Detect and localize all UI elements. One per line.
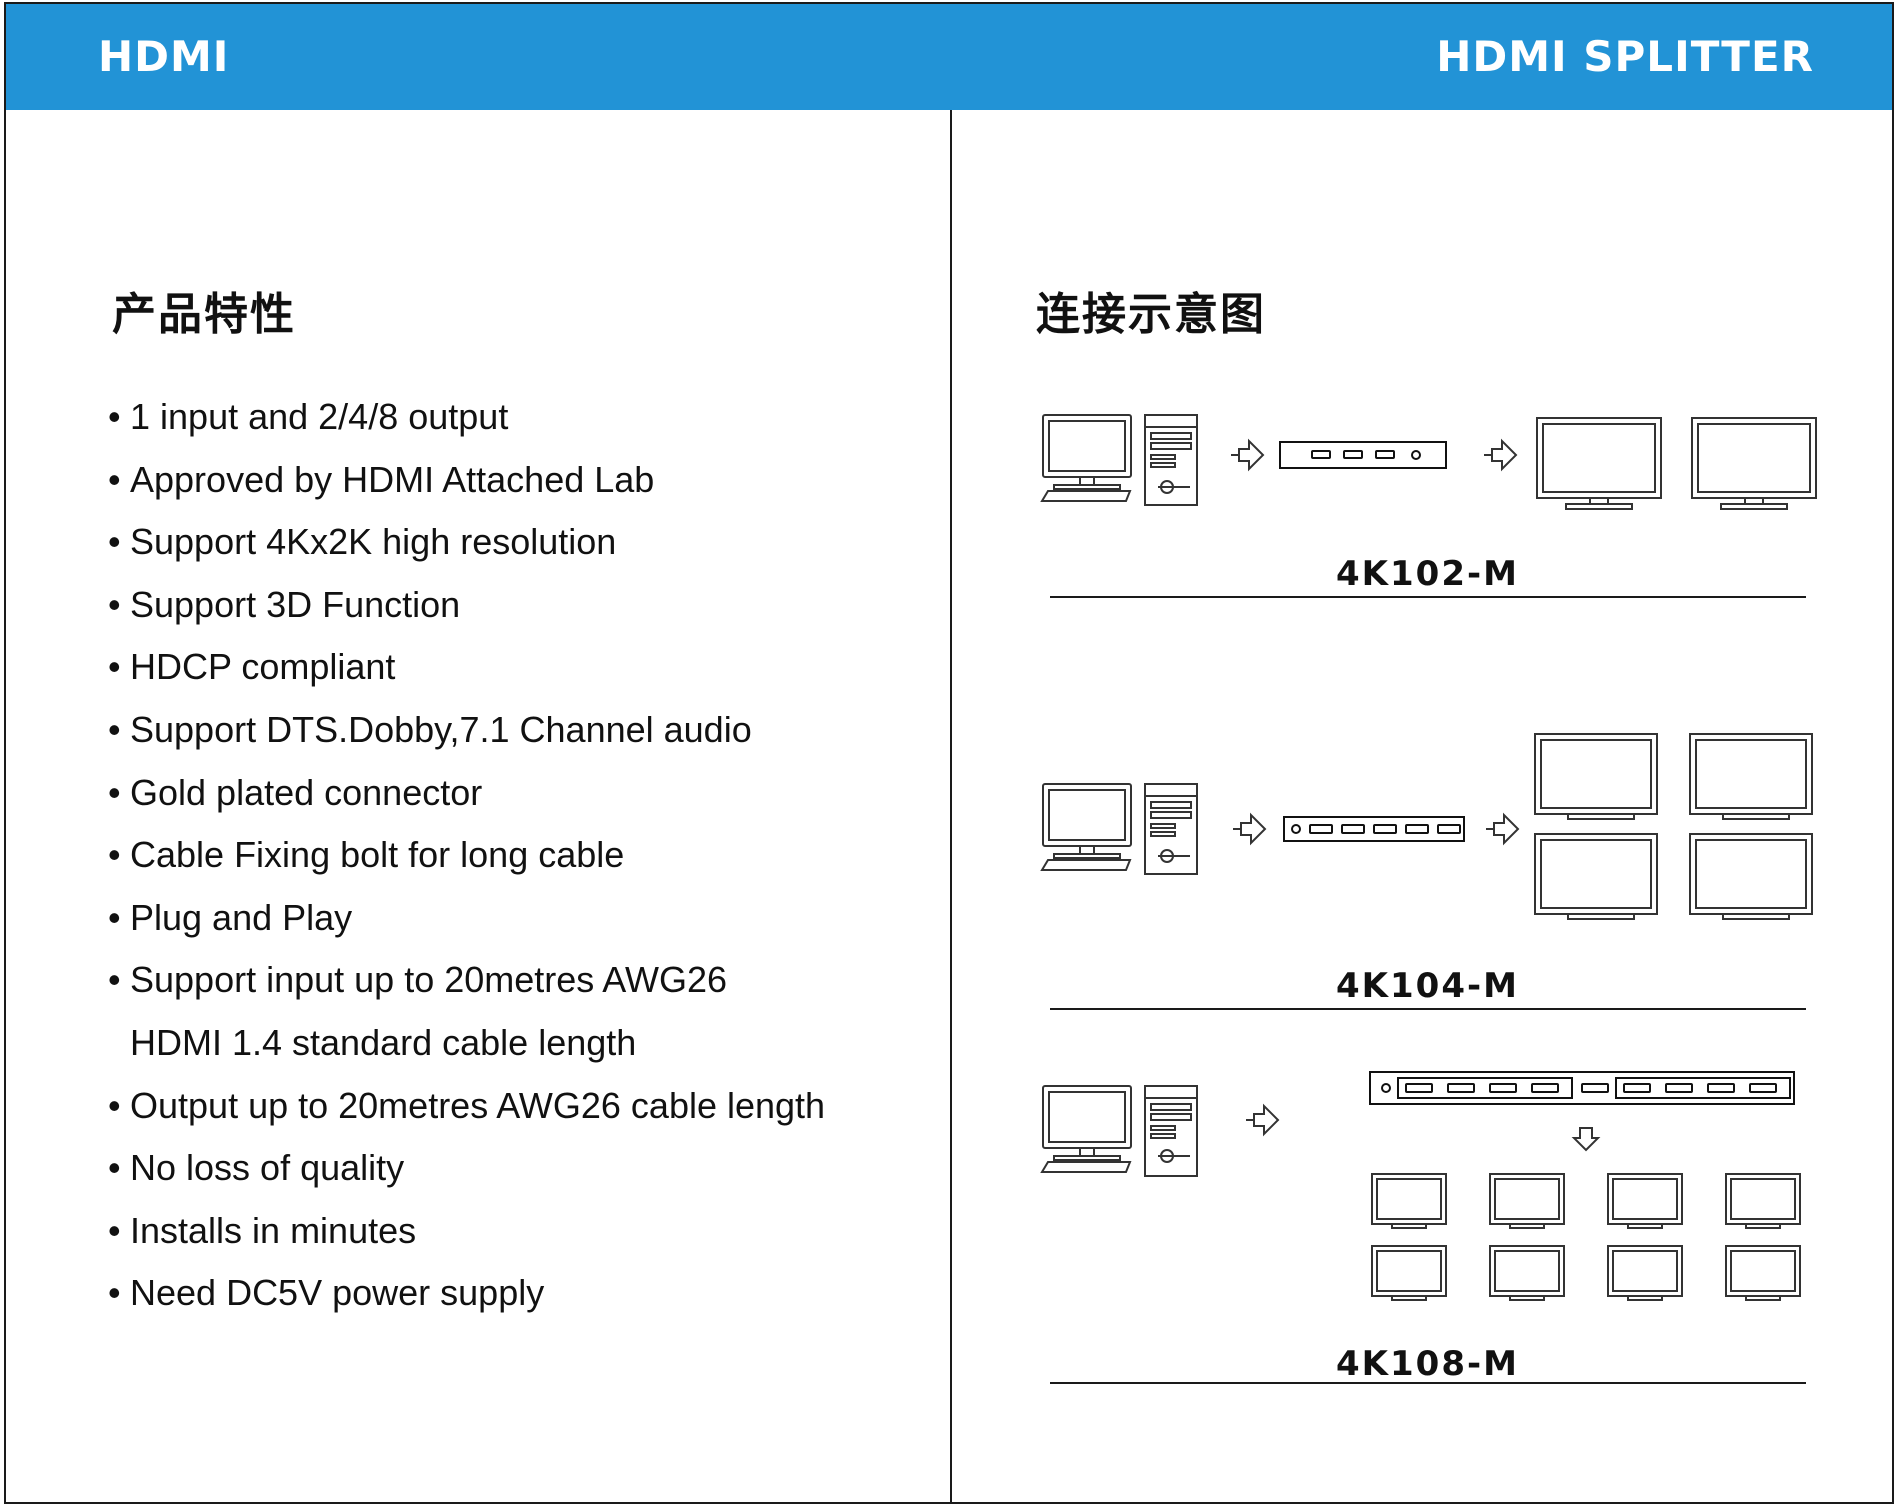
feature-text: HDCP compliant: [130, 646, 396, 688]
feature-text: Support input up to 20metres AWG26: [130, 959, 728, 1001]
diagram-1x2: [1030, 405, 1830, 515]
feature-item: •Approved by HDMI Attached Lab: [108, 449, 825, 512]
diagram-1x8: [1030, 1066, 1830, 1306]
bullet: •: [108, 1209, 121, 1251]
feature-item: •No loss of quality: [108, 1137, 825, 1200]
column-divider: [950, 110, 952, 1504]
monitor-icon: [1725, 1245, 1801, 1301]
diagram-title: 连接示意图: [1036, 289, 1266, 340]
feature-item: •Plug and Play: [108, 887, 825, 950]
feature-text: Support 3D Function: [130, 583, 461, 625]
features-title: 产品特性: [112, 289, 296, 340]
bullet: •: [108, 1147, 121, 1189]
bullet: •: [108, 1272, 121, 1314]
feature-item: •Support 4Kx2K high resolution: [108, 511, 825, 574]
feature-text: Gold plated connector: [130, 771, 483, 813]
diagram-1x4-art: [1040, 733, 1813, 920]
feature-item: •Support 3D Function: [108, 574, 825, 637]
feature-text: Support 4Kx2K high resolution: [130, 521, 617, 563]
monitor-icon: [1689, 833, 1813, 920]
header-left-title: HDMI: [98, 32, 230, 81]
feature-item: •Need DC5V power supply: [108, 1262, 825, 1325]
bullet: •: [108, 771, 121, 813]
feature-item: •Support input up to 20metres AWG26: [108, 949, 825, 1012]
computer-icon: [1040, 783, 1198, 875]
model-label: 4K108-M: [1336, 1344, 1519, 1384]
model-label: 4K104-M: [1336, 966, 1519, 1006]
arrow-icon: [1486, 812, 1520, 846]
monitor-icon: [1607, 1173, 1683, 1229]
splitter-icon: [1369, 1071, 1795, 1105]
feature-text: Cable Fixing bolt for long cable: [130, 834, 625, 876]
monitor-icon: [1489, 1173, 1565, 1229]
feature-text: Plug and Play: [130, 896, 353, 938]
monitor-icon: [1371, 1245, 1447, 1301]
computer-icon: [1040, 414, 1198, 506]
bullet: •: [108, 521, 121, 563]
monitor-icon: [1725, 1173, 1801, 1229]
bullet: •: [108, 1084, 121, 1126]
header-right-title: HDMI SPLITTER: [1436, 32, 1814, 81]
feature-text: No loss of quality: [130, 1147, 405, 1189]
arrow-icon: [1484, 438, 1518, 472]
feature-item-continuation: HDMI 1.4 standard cable length: [108, 1012, 825, 1075]
arrow-down-icon: [1571, 1127, 1601, 1152]
monitor-icon: [1689, 733, 1813, 820]
bullet: •: [108, 646, 121, 688]
feature-text: Support DTS.Dobby,7.1 Channel audio: [130, 708, 752, 750]
model-underline: [1050, 596, 1806, 598]
feature-list: •1 input and 2/4/8 output •Approved by H…: [108, 386, 825, 1325]
bullet: •: [108, 458, 121, 500]
page-frame: HDMI HDMI SPLITTER: [4, 2, 1894, 1504]
monitor-icon: [1607, 1245, 1683, 1301]
feature-text: Output up to 20metres AWG26 cable length: [130, 1084, 826, 1126]
feature-text: 1 input and 2/4/8 output: [130, 396, 509, 437]
bullet: •: [108, 834, 121, 876]
monitor-icon: [1691, 417, 1817, 510]
monitor-icon: [1534, 733, 1658, 820]
feature-text: Approved by HDMI Attached Lab: [130, 458, 655, 500]
bullet: •: [108, 959, 121, 1001]
monitor-icon: [1536, 417, 1662, 510]
monitor-icon: [1534, 833, 1658, 920]
monitor-icon: [1371, 1173, 1447, 1229]
bullet: •: [108, 896, 121, 938]
feature-item: •Output up to 20metres AWG26 cable lengt…: [108, 1075, 825, 1138]
feature-item: •Cable Fixing bolt for long cable: [108, 824, 825, 887]
computer-icon: [1040, 1085, 1198, 1177]
model-underline: [1050, 1008, 1806, 1010]
splitter-icon: [1279, 441, 1447, 469]
arrow-icon: [1231, 438, 1265, 472]
arrow-icon: [1233, 812, 1267, 846]
feature-item: •Gold plated connector: [108, 762, 825, 825]
feature-item: •HDCP compliant: [108, 636, 825, 699]
feature-item: •Installs in minutes: [108, 1200, 825, 1263]
feature-item: •1 input and 2/4/8 output: [108, 386, 825, 449]
diagram-1x4: [1030, 726, 1830, 926]
feature-item: •Support DTS.Dobby,7.1 Channel audio: [108, 699, 825, 762]
splitter-icon: [1283, 816, 1465, 842]
bullet: •: [108, 583, 121, 625]
diagram-1x8-art: [1040, 1071, 1801, 1301]
feature-text: Need DC5V power supply: [130, 1272, 545, 1314]
monitor-icon: [1489, 1245, 1565, 1301]
feature-text: HDMI 1.4 standard cable length: [130, 1021, 637, 1063]
diagram-1x2-art: [1040, 414, 1817, 510]
bullet: •: [108, 396, 121, 437]
model-label: 4K102-M: [1336, 554, 1519, 594]
feature-text: Installs in minutes: [130, 1209, 417, 1251]
bullet: •: [108, 708, 121, 750]
model-underline: [1050, 1382, 1806, 1384]
arrow-icon: [1246, 1103, 1280, 1137]
header-bar: HDMI HDMI SPLITTER: [6, 4, 1892, 110]
